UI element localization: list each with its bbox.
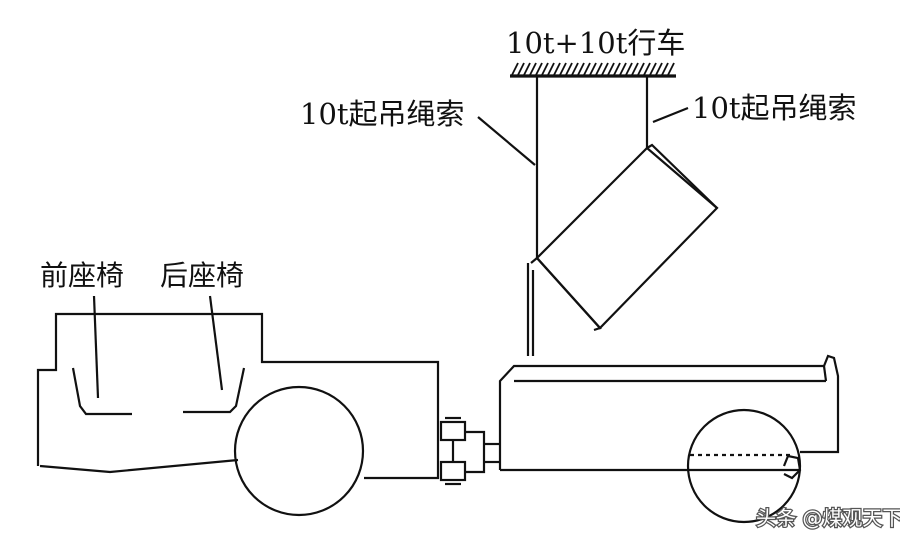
hatch-mark	[643, 62, 651, 76]
watermark: 头条 @煤观天下	[756, 506, 900, 530]
rear-seat-shape	[183, 367, 246, 414]
hatch-mark	[589, 62, 597, 76]
hatch-mark	[541, 62, 549, 76]
hatch-mark	[523, 62, 531, 76]
sling-left-label: 10t起吊绳索	[300, 97, 465, 131]
sling-left-leader	[477, 116, 536, 166]
hatch-mark	[565, 62, 573, 76]
hatch-mark	[631, 62, 639, 76]
hatch-mark	[649, 62, 657, 76]
hatch-mark	[529, 62, 537, 76]
hatch-mark	[637, 62, 645, 76]
hatch-mark	[571, 62, 579, 76]
hatch-mark	[559, 62, 567, 76]
hatch-mark	[619, 62, 627, 76]
suspended-rear-body	[530, 143, 719, 332]
crane-label: 10t+10t行车	[506, 26, 685, 60]
sling-right-label: 10t起吊绳索	[692, 91, 857, 125]
front-seat-label: 前座椅	[40, 259, 124, 292]
hatch-mark	[667, 62, 675, 76]
hatch-mark	[577, 62, 585, 76]
rear-seat-label: 后座椅	[160, 259, 244, 292]
hatch-mark	[517, 62, 525, 76]
hatch-mark	[661, 62, 669, 76]
hatch-mark	[607, 62, 615, 76]
front-seat-shape	[71, 367, 132, 416]
hatch-mark	[625, 62, 633, 76]
hatch-mark	[655, 62, 663, 76]
front-vehicle	[36, 295, 440, 480]
rear-chassis	[498, 354, 840, 472]
hatch-mark	[535, 62, 543, 76]
crane-beam	[510, 62, 676, 78]
hatch-mark	[583, 62, 591, 76]
hatch-mark	[547, 62, 555, 76]
hatch-mark	[613, 62, 621, 76]
hatch-mark	[601, 62, 609, 76]
rear-hitch	[782, 454, 802, 480]
guide-post	[526, 263, 535, 356]
hatch-mark	[511, 62, 519, 76]
hatch-mark	[595, 62, 603, 76]
articulation-joint	[439, 416, 500, 486]
front-wheel	[233, 385, 365, 517]
sling-right-leader	[652, 106, 689, 124]
hatch-mark	[553, 62, 561, 76]
